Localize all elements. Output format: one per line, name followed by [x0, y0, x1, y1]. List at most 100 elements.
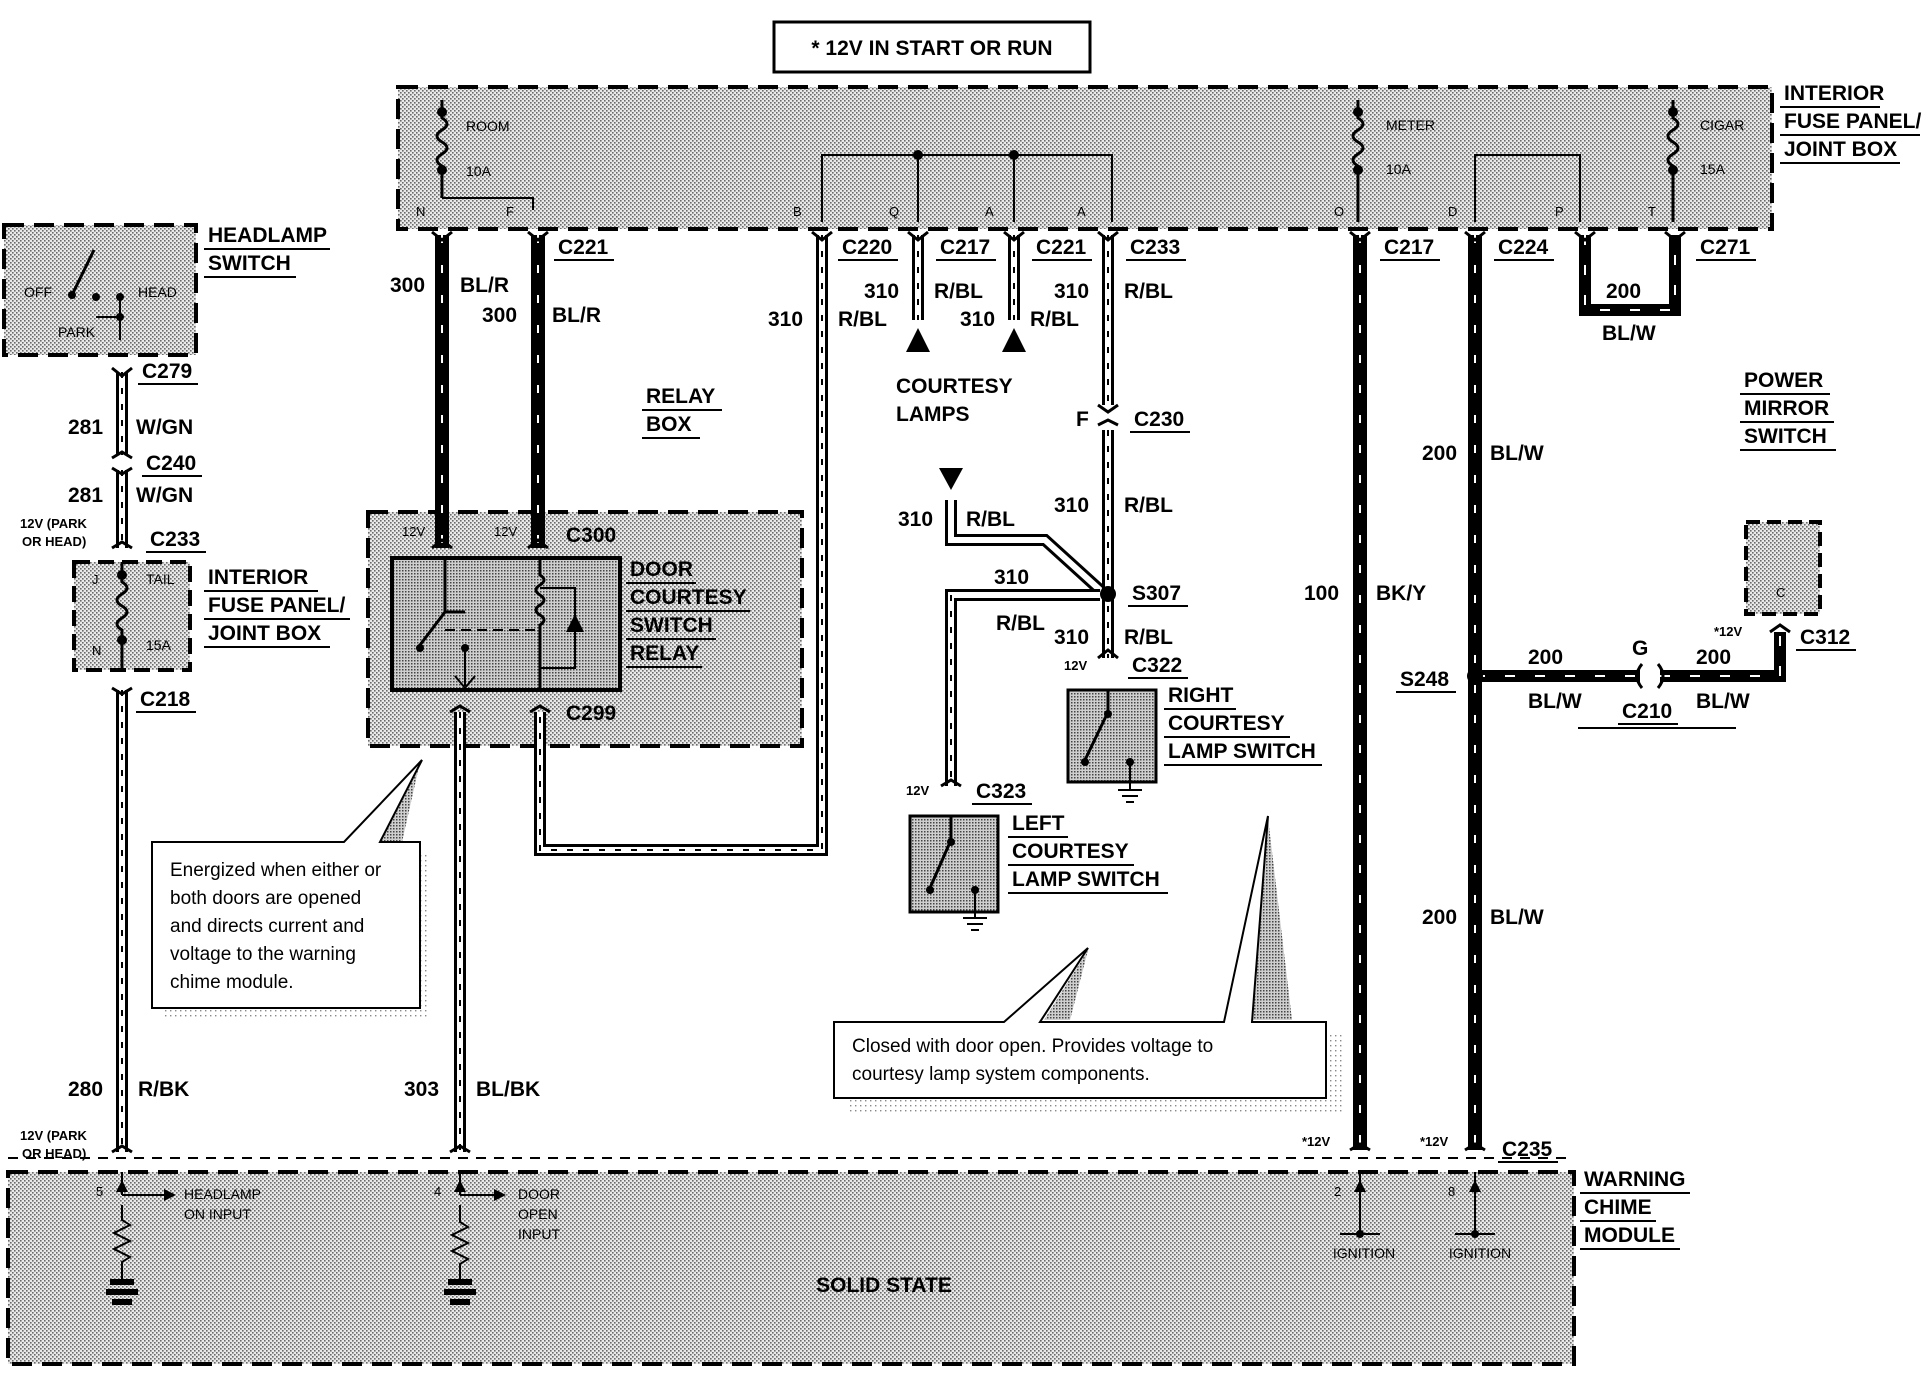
connector-c312: C312	[1800, 626, 1850, 649]
svg-text:F: F	[1076, 408, 1089, 431]
ignition-label-1: IGNITION	[1333, 1245, 1395, 1261]
door-courtesy-relay	[390, 556, 622, 692]
svg-text:310: 310	[898, 508, 933, 531]
svg-text:POWER: POWER	[1744, 369, 1823, 392]
svg-text:12V: 12V	[906, 783, 929, 798]
svg-text:LEFT: LEFT	[1012, 812, 1065, 835]
svg-text:303: 303	[404, 1078, 439, 1101]
pin-n: N	[416, 204, 425, 219]
headlamp-switch: OFF HEAD PARK HEADLAMP SWITCH	[2, 223, 330, 357]
svg-text:OPEN: OPEN	[518, 1206, 558, 1222]
relay-box: 12V 12V DOOR COURTESY SWITCH RELAY RELAY…	[366, 385, 804, 748]
splice-s307	[1100, 586, 1116, 602]
relay-box-title: RELAY	[646, 385, 715, 408]
interior-fuse-panel-left: J N TAIL 15A INTERIOR FUSE PANEL/ JOINT …	[72, 560, 350, 672]
lamp-top-icon	[939, 468, 963, 490]
pin-t: T	[1648, 204, 1656, 219]
fuse-tail-icon	[115, 562, 129, 670]
svg-text:310: 310	[864, 280, 899, 303]
svg-text:*12V: *12V	[1420, 1134, 1449, 1149]
fuse-room-icon	[435, 100, 449, 198]
svg-text:310: 310	[1054, 280, 1089, 303]
svg-text:200: 200	[1606, 280, 1641, 303]
fuse-meter-rating: 10A	[1386, 161, 1412, 177]
svg-text:R/BL: R/BL	[966, 508, 1015, 531]
connector-c233: C233	[1130, 236, 1180, 259]
power-mirror-switch: C POWER MIRROR SWITCH	[1740, 369, 1836, 616]
svg-text:*12V: *12V	[1302, 1134, 1331, 1149]
svg-text:310: 310	[1054, 626, 1089, 649]
svg-text:*12V: *12V	[1714, 624, 1743, 639]
splice-s248	[1467, 668, 1483, 684]
svg-text:DOOR: DOOR	[518, 1186, 560, 1202]
svg-text:BK/Y: BK/Y	[1376, 582, 1426, 605]
svg-text:LAMP SWITCH: LAMP SWITCH	[1168, 740, 1316, 763]
svg-text:300: 300	[482, 304, 517, 327]
fuse-cigar-icon	[1666, 100, 1680, 222]
svg-text:BL/R: BL/R	[552, 304, 601, 327]
svg-text:SWITCH: SWITCH	[1744, 425, 1827, 448]
pin-n-left: N	[92, 643, 101, 658]
svg-text:310: 310	[994, 566, 1029, 589]
svg-text:COURTESY: COURTESY	[630, 586, 747, 609]
connector-marks	[111, 230, 1791, 1154]
svg-text:SWITCH: SWITCH	[208, 252, 291, 275]
connector-c210: C210	[1622, 700, 1672, 723]
pin-5: 5	[96, 1184, 103, 1199]
svg-text:12V (PARK: 12V (PARK	[20, 516, 88, 531]
svg-text:R/BL: R/BL	[996, 612, 1045, 635]
pin-o: O	[1334, 204, 1344, 219]
pin-q: Q	[889, 204, 899, 219]
svg-text:JOINT BOX: JOINT BOX	[208, 622, 321, 645]
svg-text:chime module.: chime module.	[170, 972, 294, 993]
warning-chime-title: WARNING	[1584, 1168, 1686, 1191]
internal-bus	[821, 154, 1113, 222]
svg-text:Energized when either or: Energized when either or	[170, 860, 382, 881]
connector-c220: C220	[842, 236, 892, 259]
splice-s307-label: S307	[1132, 582, 1181, 605]
svg-text:both doors are opened: both doors are opened	[170, 888, 361, 909]
fuse-tail-rating: 15A	[146, 637, 172, 653]
resistor-icon	[111, 1205, 133, 1282]
svg-text:BL/W: BL/W	[1490, 906, 1544, 929]
svg-text:RIGHT: RIGHT	[1168, 684, 1234, 707]
ignition-label-2: IGNITION	[1449, 1245, 1511, 1261]
svg-text:INTERIOR: INTERIOR	[208, 566, 308, 589]
svg-text:RELAY: RELAY	[630, 642, 699, 665]
relay-contact-icon	[418, 558, 465, 646]
connector-c235: C235	[1502, 1138, 1553, 1161]
svg-text:INTERIOR: INTERIOR	[1784, 82, 1884, 105]
svg-text:12V (PARK: 12V (PARK	[20, 1128, 88, 1143]
courtesy-lamps: COURTESY LAMPS	[896, 328, 1026, 490]
fuse-meter-icon	[1351, 100, 1365, 222]
svg-text:BL/R: BL/R	[460, 274, 509, 297]
svg-text:281: 281	[68, 484, 103, 507]
relay-12v-right: 12V	[494, 524, 517, 539]
pin-8: 8	[1448, 1184, 1455, 1199]
pin-a1: A	[985, 204, 994, 219]
warning-chime-module: 5 HEADLAMP ON INPUT 4 DOOR OPEN INPUT 2 …	[6, 1157, 1690, 1366]
fuse-cigar-label: CIGAR	[1700, 117, 1744, 133]
svg-text:310: 310	[1054, 494, 1089, 517]
lamp-a-icon	[1002, 328, 1026, 352]
switch-blade-icon	[70, 249, 96, 296]
pin-j: J	[92, 572, 99, 587]
svg-text:310: 310	[960, 308, 995, 331]
resistor-icon	[449, 1205, 471, 1282]
svg-text:R/BL: R/BL	[1124, 280, 1173, 303]
callout-relay: Energized when either or both doors are …	[151, 759, 430, 1020]
connector-c221: C221	[558, 236, 609, 259]
connector-c300: C300	[566, 524, 616, 547]
svg-text:W/GN: W/GN	[136, 484, 193, 507]
svg-text:310: 310	[768, 308, 803, 331]
svg-text:BL/W: BL/W	[1490, 442, 1544, 465]
splice-s248-label: S248	[1400, 668, 1449, 691]
fuse-cigar-rating: 15A	[1700, 161, 1726, 177]
svg-text:BOX: BOX	[646, 413, 692, 436]
svg-text:300: 300	[390, 274, 425, 297]
ground-icon	[106, 1279, 138, 1305]
svg-text:R/BL: R/BL	[1124, 626, 1173, 649]
svg-text:R/BL: R/BL	[838, 308, 887, 331]
svg-text:100: 100	[1304, 582, 1339, 605]
